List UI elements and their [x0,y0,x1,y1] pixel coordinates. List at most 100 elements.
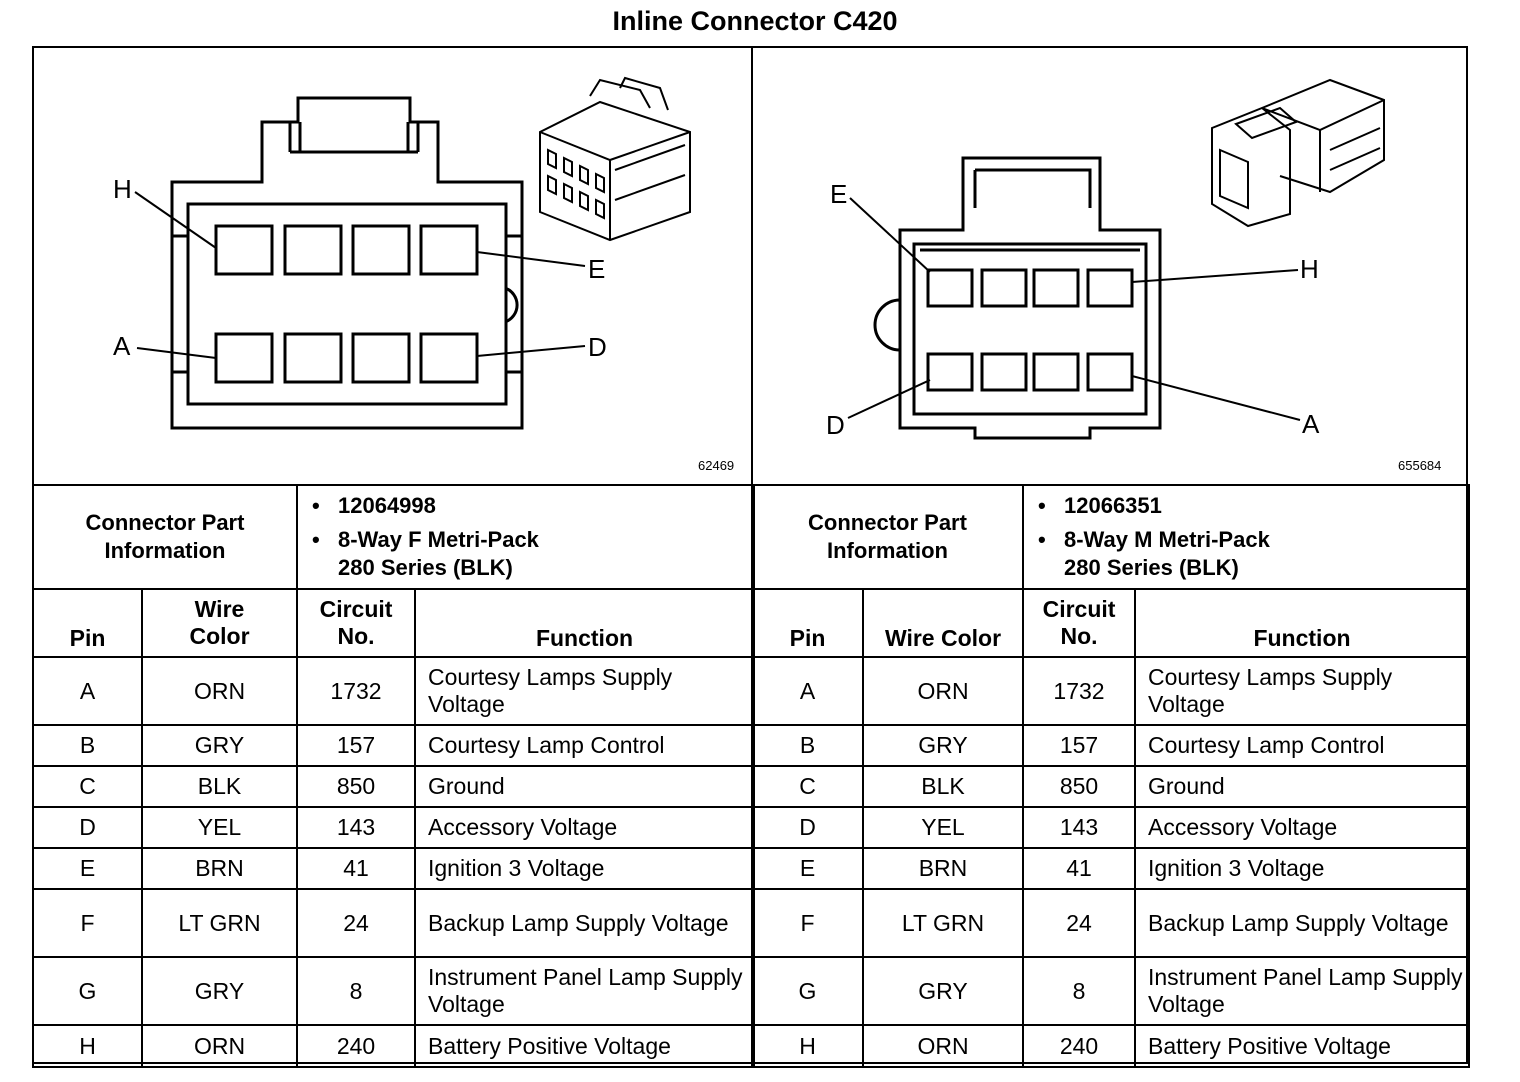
function-cell: Courtesy Lamp Control [1134,724,1470,767]
function-cell: Backup Lamp Supply Voltage [413,888,756,958]
pin-cell: E [751,847,864,890]
right-part-desc-2: 280 Series (BLK) [1064,555,1239,580]
left-part-number: 12064998 [338,493,436,518]
left-part-desc-2: 280 Series (BLK) [338,555,513,580]
circuit-cell: 850 [296,765,416,808]
circuit-cell: 8 [296,956,416,1026]
circuit-cell: 1732 [1022,656,1136,726]
left-header-circuit: Circuit No. [296,588,416,658]
wire-color-cell: GRY [862,724,1024,767]
circuit-cell: 24 [296,888,416,958]
circuit-cell: 143 [1022,806,1136,849]
circuit-cell: 143 [296,806,416,849]
function-cell: Courtesy Lamps Supply Voltage [1134,656,1470,726]
pin-cell: H [751,1024,864,1068]
panel-divider [751,46,753,486]
circuit-cell: 157 [1022,724,1136,767]
wire-color-cell: BLK [141,765,298,808]
pin-cell: B [32,724,143,767]
circuit-cell: 41 [296,847,416,890]
function-cell: Courtesy Lamps Supply Voltage [413,656,756,726]
circuit-cell: 41 [1022,847,1136,890]
pin-cell: A [751,656,864,726]
left-label-d: D [588,332,607,362]
right-header-pin: Pin [751,588,864,658]
left-header-function: Function [413,588,756,658]
left-pin-cavities [214,224,479,384]
circuit-cell: 240 [1022,1024,1136,1068]
right-connector-face [873,156,1162,440]
wire-color-cell: LT GRN [141,888,298,958]
function-cell: Ignition 3 Voltage [1134,847,1470,890]
connector-drawings: H E A D E H D A [113,76,1385,440]
wire-color-cell: GRY [141,956,298,1026]
pin-cell: E [32,847,143,890]
left-part-desc-1: 8-Way F Metri-Pack [338,527,539,552]
left-part-info-cell: •12064998 •8-Way F Metri-Pack 280 Series… [295,484,756,590]
right-header-function: Function [1134,588,1470,658]
wire-color-cell: ORN [862,1024,1024,1068]
function-cell: Ground [413,765,756,808]
right-connector-table: Connector Part Information •12066351 •8-… [751,484,1470,1068]
right-label-d: D [826,410,845,440]
pin-cell: G [751,956,864,1026]
wire-color-cell: ORN [862,656,1024,726]
left-connector-isometric [539,76,691,242]
right-label-a: A [1302,409,1320,439]
right-header-wire-color: Wire Color [862,588,1024,658]
function-cell: Backup Lamp Supply Voltage [1134,888,1470,958]
function-cell: Battery Positive Voltage [413,1024,756,1068]
function-cell: Ignition 3 Voltage [413,847,756,890]
pin-cell: F [751,888,864,958]
left-label-e: E [588,254,605,284]
wire-color-cell: GRY [862,956,1024,1026]
circuit-cell: 8 [1022,956,1136,1026]
pin-cell: H [32,1024,143,1068]
wire-color-cell: BLK [862,765,1024,808]
left-leader-lines [134,191,586,359]
pin-cell: C [32,765,143,808]
circuit-cell: 850 [1022,765,1136,808]
pin-cell: D [751,806,864,849]
left-figure-number: 62469 [698,458,735,473]
wire-color-cell: GRY [141,724,298,767]
wire-color-cell: LT GRN [862,888,1024,958]
left-info-label: Connector Part Information [85,510,245,563]
circuit-cell: 1732 [296,656,416,726]
right-part-desc-1: 8-Way M Metri-Pack [1064,527,1270,552]
function-cell: Accessory Voltage [413,806,756,849]
right-pin-cavities [926,268,1134,392]
function-cell: Battery Positive Voltage [1134,1024,1470,1068]
wire-color-cell: ORN [141,1024,298,1068]
wire-color-cell: YEL [862,806,1024,849]
pin-cell: B [751,724,864,767]
wire-color-cell: YEL [141,806,298,849]
right-info-label-cell: Connector Part Information [751,484,1024,590]
right-part-info-cell: •12066351 •8-Way M Metri-Pack 280 Series… [1022,484,1470,590]
circuit-cell: 24 [1022,888,1136,958]
function-cell: Instrument Panel Lamp Supply Voltage [1134,956,1470,1026]
circuit-cell: 240 [296,1024,416,1068]
right-figure-number: 655684 [1398,458,1442,473]
left-label-h: H [113,174,132,204]
right-label-h: H [1300,254,1319,284]
wire-color-cell: BRN [141,847,298,890]
left-header-pin: Pin [32,588,143,658]
right-header-circuit: Circuit No. [1022,588,1136,658]
right-part-number: 12066351 [1064,493,1162,518]
left-connector-table: Connector Part Information •12064998 •8-… [32,484,756,1068]
circuit-cell: 157 [296,724,416,767]
